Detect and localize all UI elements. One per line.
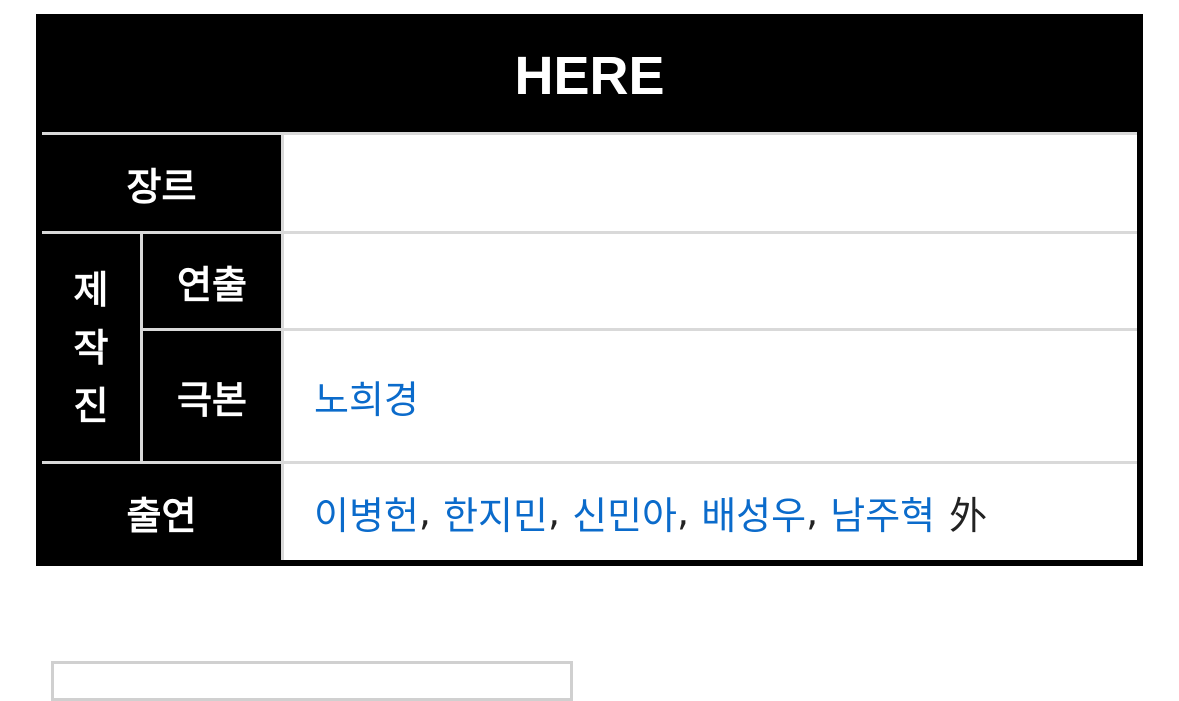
writer-value: 노희경 [284, 331, 1137, 461]
cast-link[interactable]: 신민아 [572, 493, 678, 538]
cast-label: 출연 [126, 493, 197, 538]
infobox-title: HERE [514, 46, 665, 106]
genre-value [284, 135, 1137, 231]
production-group-char: 작 [73, 325, 109, 370]
cast-suffix: 外 [949, 493, 988, 538]
divider [42, 231, 1137, 234]
cast-separator: , [677, 490, 702, 534]
cast-separator: , [418, 490, 444, 534]
divider [42, 461, 1137, 464]
cast-separator: , [547, 490, 573, 534]
infobox-table: HERE 장르 제 작 진 연출 극본 노희경 출연 이병헌, 한지민, 신민아… [36, 14, 1143, 566]
cast-link[interactable]: 배성우 [701, 493, 807, 538]
content-box [51, 661, 573, 701]
divider [281, 135, 284, 560]
cast-separator: , [806, 490, 831, 534]
cast-link[interactable]: 남주혁 [830, 493, 936, 538]
director-label: 연출 [177, 262, 247, 307]
production-group-label: 제 작 진 [42, 234, 140, 461]
cast-link[interactable]: 한지민 [443, 493, 548, 538]
divider [42, 132, 1137, 135]
cast-link[interactable]: 이병헌 [314, 493, 419, 538]
writer-label: 극본 [177, 377, 247, 422]
production-group-char: 진 [73, 383, 109, 428]
cast-value: 이병헌, 한지민, 신민아, 배성우, 남주혁 外 [284, 464, 1137, 560]
writer-link[interactable]: 노희경 [314, 377, 419, 422]
divider [140, 234, 143, 461]
divider [143, 328, 281, 331]
director-value [284, 234, 1137, 328]
production-group-char: 제 [73, 267, 109, 312]
genre-label: 장르 [126, 164, 197, 209]
divider [284, 328, 1137, 331]
